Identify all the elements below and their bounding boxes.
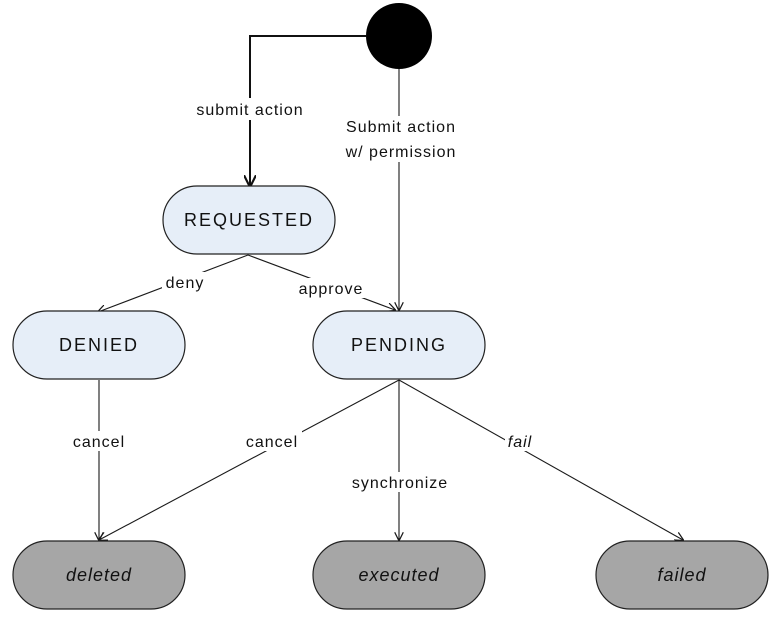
state-failed-label: failed: [657, 565, 706, 585]
label-submit-action: submit action: [196, 102, 303, 119]
state-pending-label: PENDING: [351, 335, 447, 355]
state-denied-label: DENIED: [59, 335, 139, 355]
label-fail: fail: [508, 434, 532, 451]
state-denied: DENIED: [12, 310, 186, 380]
label-deny: deny: [166, 275, 205, 292]
state-requested-label: REQUESTED: [184, 210, 314, 230]
label-approve: approve: [299, 281, 364, 298]
label-submit-permission-line1: Submit action: [346, 119, 456, 136]
state-requested: REQUESTED: [162, 185, 336, 255]
edge-fail: [398, 379, 683, 540]
state-failed: failed: [595, 540, 769, 610]
edge-submit-action: [250, 35, 366, 186]
label-cancel-pending: cancel: [246, 434, 298, 451]
label-submit-permission-line2: w/ permission: [345, 144, 457, 161]
state-deleted: deleted: [12, 540, 186, 610]
label-cancel-denied: cancel: [73, 434, 125, 451]
state-executed: executed: [312, 540, 486, 610]
state-pending: PENDING: [312, 310, 486, 380]
label-synchronize: synchronize: [352, 475, 448, 492]
initial-node: [366, 3, 432, 69]
state-deleted-label: deleted: [66, 565, 132, 585]
edge-cancel-pending: [99, 379, 400, 540]
state-executed-label: executed: [358, 565, 439, 585]
